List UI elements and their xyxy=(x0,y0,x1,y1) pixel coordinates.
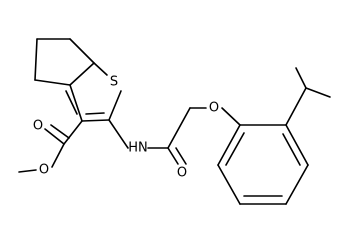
bond xyxy=(305,87,331,98)
bond xyxy=(217,164,241,205)
bond xyxy=(63,120,83,145)
bond xyxy=(175,147,187,165)
ester-carbonyl-oxygen-label: O xyxy=(33,119,43,134)
bond xyxy=(18,169,37,173)
sulfur-atom-label: S xyxy=(110,75,118,90)
bond xyxy=(282,133,301,166)
bond xyxy=(50,124,70,139)
bond xyxy=(51,143,65,168)
bond xyxy=(167,107,191,149)
ester-oxygen-label: O xyxy=(39,163,49,178)
bond xyxy=(295,67,307,89)
bond xyxy=(34,79,71,86)
amide-nitrogen-label: HN xyxy=(128,141,148,156)
bond xyxy=(85,112,105,115)
bond xyxy=(108,119,129,149)
bond xyxy=(167,147,179,165)
bond xyxy=(69,84,83,122)
bond xyxy=(69,62,95,86)
bond xyxy=(221,107,241,126)
bond xyxy=(69,38,95,64)
bond-lines xyxy=(18,38,331,205)
bond xyxy=(44,128,65,145)
atom-labels: S HN O O O O xyxy=(33,75,219,181)
bond xyxy=(285,164,309,205)
bond xyxy=(81,119,110,122)
bond xyxy=(285,87,307,126)
bond xyxy=(225,132,245,166)
chemical-structure: S HN O O O O xyxy=(18,38,331,205)
bond xyxy=(285,124,309,166)
bond xyxy=(65,90,78,115)
bond xyxy=(34,38,38,81)
bond xyxy=(217,124,241,166)
amide-carbonyl-oxygen-label: O xyxy=(177,166,187,181)
bond xyxy=(108,90,122,121)
bond xyxy=(93,62,108,76)
ether-oxygen-label: O xyxy=(209,101,219,116)
